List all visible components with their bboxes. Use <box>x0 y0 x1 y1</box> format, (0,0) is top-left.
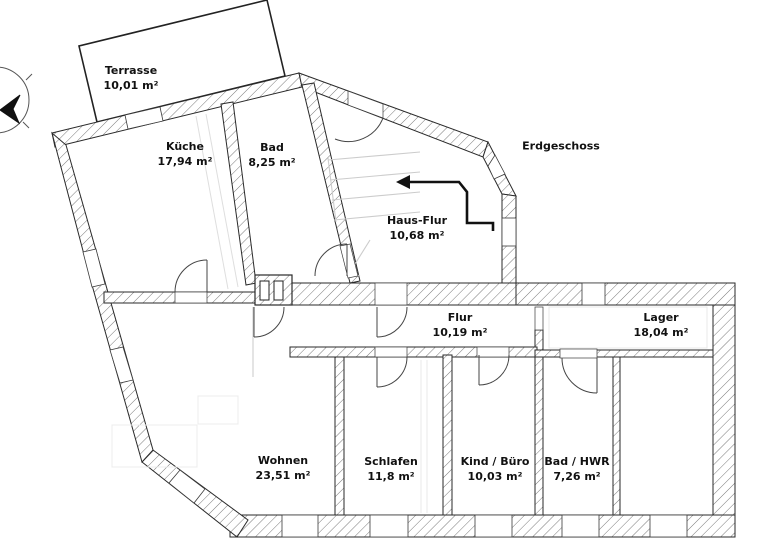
room-name: Terrasse <box>104 64 158 78</box>
exterior-walls <box>51 72 736 538</box>
room-name: Haus-Flur <box>386 214 448 228</box>
chimney <box>254 274 293 306</box>
room-name: Bad <box>260 141 284 155</box>
room-area: 18,04 m² <box>633 326 689 339</box>
north-arrow-icon <box>0 66 33 134</box>
door-arcs <box>174 117 598 394</box>
gray-details <box>111 113 708 513</box>
room-area: 10,01 m² <box>103 79 159 92</box>
floor-label: Erdgeschoss <box>522 139 600 153</box>
room-area: 10,68 m² <box>389 229 445 242</box>
room-area: 8,25 m² <box>248 156 296 169</box>
room-area: 7,26 m² <box>553 470 601 483</box>
room-area: 10,19 m² <box>432 326 488 339</box>
room-area: 23,51 m² <box>255 469 311 482</box>
room-name: Lager <box>643 311 679 325</box>
room-area: 17,94 m² <box>157 155 213 168</box>
room-name: Flur <box>447 311 473 325</box>
stairs <box>327 151 421 277</box>
room-area: 10,03 m² <box>467 470 523 483</box>
room-name: Bad / HWR <box>544 455 610 469</box>
room-name: Kind / Büro <box>460 455 530 469</box>
windows <box>82 106 688 538</box>
room-name: Schlafen <box>364 455 418 469</box>
door-openings <box>174 90 598 359</box>
entrance-arrow-icon <box>396 175 495 231</box>
room-name: Küche <box>166 140 204 154</box>
room-name: Wohnen <box>257 454 309 468</box>
interior-walls <box>103 82 714 516</box>
room-area: 11,8 m² <box>367 470 415 483</box>
